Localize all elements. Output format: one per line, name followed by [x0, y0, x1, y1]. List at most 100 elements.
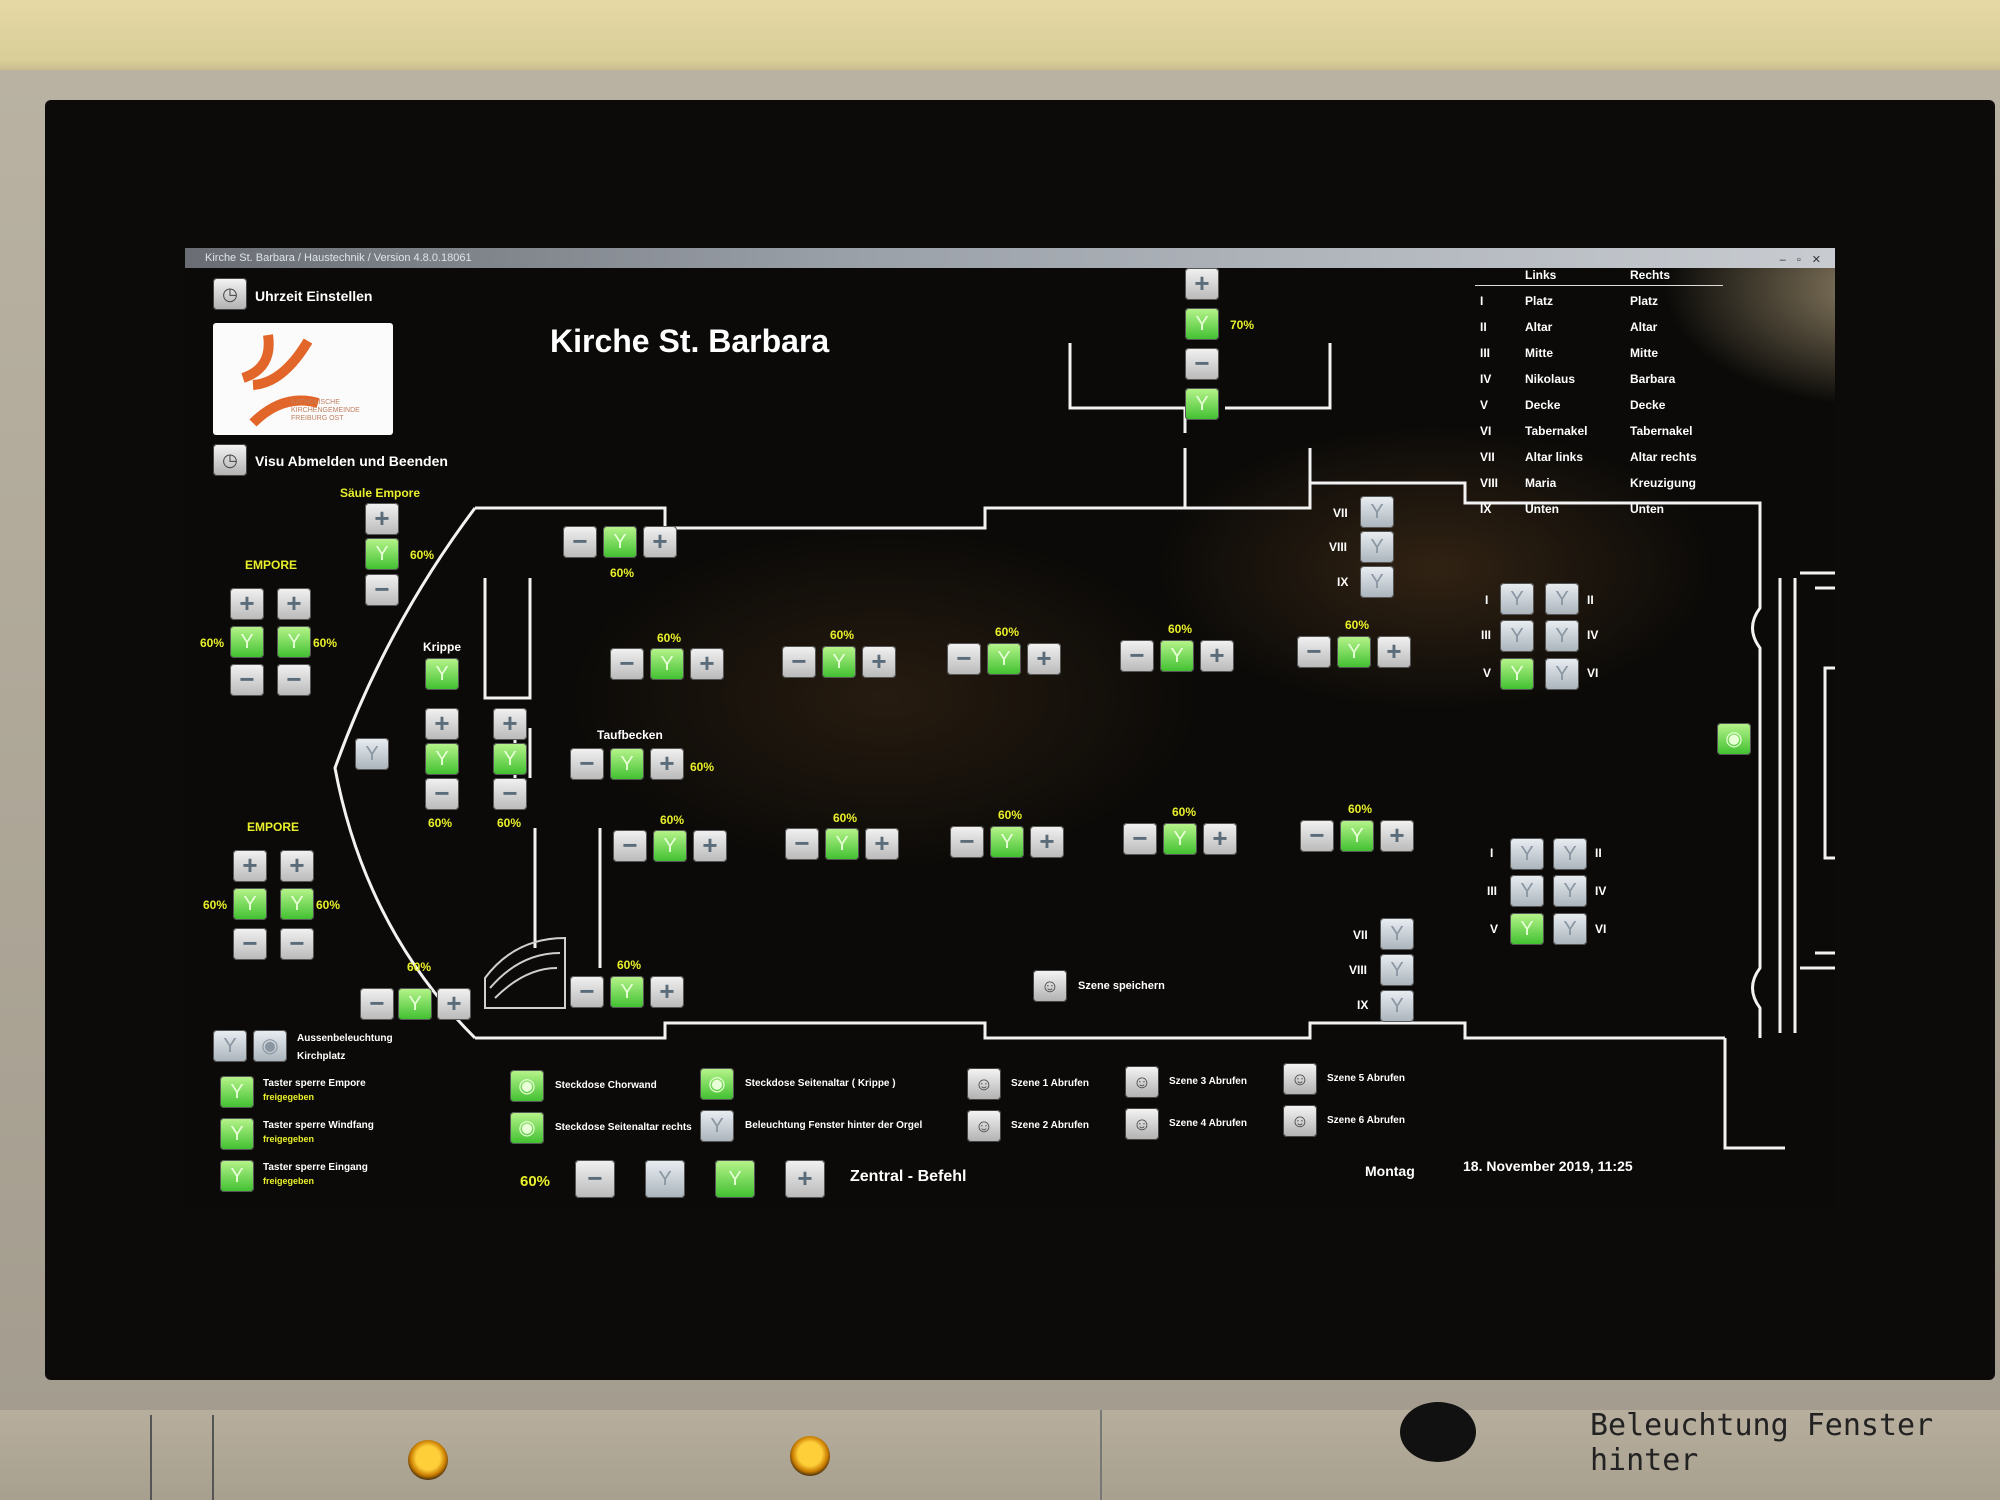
- nave-row1-light-icon[interactable]: Y: [1160, 640, 1194, 672]
- nave-row1-plus-button[interactable]: +: [690, 648, 724, 680]
- empore-bottom-minus-button[interactable]: −: [233, 928, 267, 960]
- scene5-button[interactable]: Szene 5 Abrufen: [1327, 1073, 1405, 1084]
- chancel-light-icon[interactable]: Y: [1545, 620, 1579, 652]
- nave-row2-plus-button[interactable]: +: [693, 830, 727, 862]
- taster-windfang-toggle-icon[interactable]: Y: [220, 1118, 254, 1150]
- pillar-left-light-icon[interactable]: Y: [425, 743, 459, 775]
- chancel-light-icon[interactable]: Y: [1553, 838, 1587, 870]
- chancel-light-icon[interactable]: Y: [1510, 875, 1544, 907]
- saeule-minus-button[interactable]: −: [365, 574, 399, 606]
- chancel-light-icon[interactable]: Y: [1553, 875, 1587, 907]
- chancel-light-icon[interactable]: Y: [1500, 583, 1534, 615]
- nave-row1-plus-button[interactable]: +: [1027, 643, 1061, 675]
- nave-row1-minus-button[interactable]: −: [610, 648, 644, 680]
- altar-light-icon[interactable]: Y: [1360, 566, 1394, 598]
- altar-light-icon[interactable]: Y: [1380, 990, 1414, 1022]
- physical-button-left[interactable]: [408, 1440, 448, 1480]
- pillar-left-plus-button[interactable]: +: [425, 708, 459, 740]
- nave-row1-plus-button[interactable]: +: [1377, 636, 1411, 668]
- taufbecken-plus-button[interactable]: +: [650, 748, 684, 780]
- nave-row2-light-icon[interactable]: Y: [990, 826, 1024, 858]
- stair-plus-button[interactable]: +: [437, 988, 471, 1020]
- nave-row1-plus-button[interactable]: +: [1200, 640, 1234, 672]
- nave-west-light-icon[interactable]: Y: [603, 526, 637, 558]
- nave-row1-minus-button[interactable]: −: [1120, 640, 1154, 672]
- krippe-light-icon[interactable]: Y: [425, 658, 459, 690]
- scene-save-icon[interactable]: ☺: [1033, 970, 1067, 1002]
- taufbecken-minus-button[interactable]: −: [570, 748, 604, 780]
- set-time-button[interactable]: Uhrzeit Einstellen: [255, 288, 373, 304]
- nave-south-minus-button[interactable]: −: [570, 976, 604, 1008]
- empore-bottom-light-icon[interactable]: Y: [233, 888, 267, 920]
- empore-top-minus-button[interactable]: −: [230, 664, 264, 696]
- scene2-icon[interactable]: ☺: [967, 1110, 1001, 1142]
- socket-seitenaltar-rechts-icon[interactable]: ◉: [510, 1112, 544, 1144]
- empore-top-minus-button[interactable]: −: [277, 664, 311, 696]
- socket-chorwand-icon[interactable]: ◉: [510, 1070, 544, 1102]
- empore-top-plus-button[interactable]: +: [230, 588, 264, 620]
- empore-top-plus-button[interactable]: +: [277, 588, 311, 620]
- scene4-button[interactable]: Szene 4 Abrufen: [1169, 1118, 1247, 1129]
- nave-row2-light-icon[interactable]: Y: [1163, 823, 1197, 855]
- nave-row2-minus-button[interactable]: −: [950, 826, 984, 858]
- nave-row2-plus-button[interactable]: +: [865, 828, 899, 860]
- nave-row1-minus-button[interactable]: −: [782, 646, 816, 678]
- pillar-left-minus-button[interactable]: −: [425, 778, 459, 810]
- scene4-icon[interactable]: ☺: [1125, 1108, 1159, 1140]
- nave-row1-light-icon[interactable]: Y: [822, 646, 856, 678]
- saeule-plus-button[interactable]: +: [365, 503, 399, 535]
- nave-row1-light-icon[interactable]: Y: [650, 648, 684, 680]
- stair-light-icon[interactable]: Y: [398, 988, 432, 1020]
- scene1-icon[interactable]: ☺: [967, 1068, 1001, 1100]
- nave-west-minus-button[interactable]: −: [563, 526, 597, 558]
- central-off-icon[interactable]: Y: [645, 1160, 685, 1198]
- logout-button[interactable]: Visu Abmelden und Beenden: [255, 453, 448, 469]
- clock-settings-icon[interactable]: ◷: [213, 278, 247, 310]
- scene1-button[interactable]: Szene 1 Abrufen: [1011, 1078, 1089, 1089]
- scene6-button[interactable]: Szene 6 Abrufen: [1327, 1115, 1405, 1126]
- scene3-icon[interactable]: ☺: [1125, 1066, 1159, 1098]
- nave-row1-minus-button[interactable]: −: [1297, 636, 1331, 668]
- tower-minus-button[interactable]: −: [1185, 348, 1219, 380]
- tower-plus-button[interactable]: +: [1185, 268, 1219, 300]
- tower-light-icon[interactable]: Y: [1185, 308, 1219, 340]
- empore-bottom-light-icon[interactable]: Y: [280, 888, 314, 920]
- chancel-light-icon[interactable]: Y: [1500, 620, 1534, 652]
- scene6-icon[interactable]: ☺: [1283, 1105, 1317, 1137]
- empore-bottom-minus-button[interactable]: −: [280, 928, 314, 960]
- altar-light-icon[interactable]: Y: [1360, 496, 1394, 528]
- nave-row2-minus-button[interactable]: −: [785, 828, 819, 860]
- scene2-button[interactable]: Szene 2 Abrufen: [1011, 1120, 1089, 1131]
- nave-row2-light-icon[interactable]: Y: [825, 828, 859, 860]
- nave-south-light-icon[interactable]: Y: [610, 976, 644, 1008]
- scene-save-button[interactable]: Szene speichern: [1078, 980, 1165, 992]
- central-minus-button[interactable]: −: [575, 1160, 615, 1198]
- chancel-light-icon[interactable]: Y: [1545, 658, 1579, 690]
- nave-row2-minus-button[interactable]: −: [613, 830, 647, 862]
- chancel-light-icon[interactable]: Y: [1545, 583, 1579, 615]
- chancel-light-icon[interactable]: Y: [1553, 913, 1587, 945]
- pillar-right-minus-button[interactable]: −: [493, 778, 527, 810]
- outdoor-socket-icon[interactable]: ◉: [253, 1030, 287, 1062]
- apse-socket-icon[interactable]: ◉: [1717, 723, 1751, 755]
- taster-eingang-toggle-icon[interactable]: Y: [220, 1160, 254, 1192]
- nave-row1-minus-button[interactable]: −: [947, 643, 981, 675]
- outdoor-light-icon[interactable]: Y: [213, 1030, 247, 1062]
- stair-minus-button[interactable]: −: [360, 988, 394, 1020]
- empore-top-light-icon[interactable]: Y: [277, 626, 311, 658]
- nave-row2-plus-button[interactable]: +: [1030, 826, 1064, 858]
- logout-icon[interactable]: ◷: [213, 444, 247, 476]
- nave-west-plus-button[interactable]: +: [643, 526, 677, 558]
- nave-south-plus-button[interactable]: +: [650, 976, 684, 1008]
- physical-button-right[interactable]: [790, 1436, 830, 1476]
- nave-row1-light-icon[interactable]: Y: [987, 643, 1021, 675]
- empore-bottom-plus-button[interactable]: +: [233, 850, 267, 882]
- chancel-light-icon[interactable]: Y: [1500, 658, 1534, 690]
- window-controls[interactable]: – ▫ ✕: [1779, 254, 1825, 266]
- altar-light-icon[interactable]: Y: [1380, 918, 1414, 950]
- nave-row2-light-icon[interactable]: Y: [653, 830, 687, 862]
- taufbecken-light-icon[interactable]: Y: [610, 748, 644, 780]
- tower-light-icon[interactable]: Y: [1185, 388, 1219, 420]
- central-plus-button[interactable]: +: [785, 1160, 825, 1198]
- nave-row1-light-icon[interactable]: Y: [1337, 636, 1371, 668]
